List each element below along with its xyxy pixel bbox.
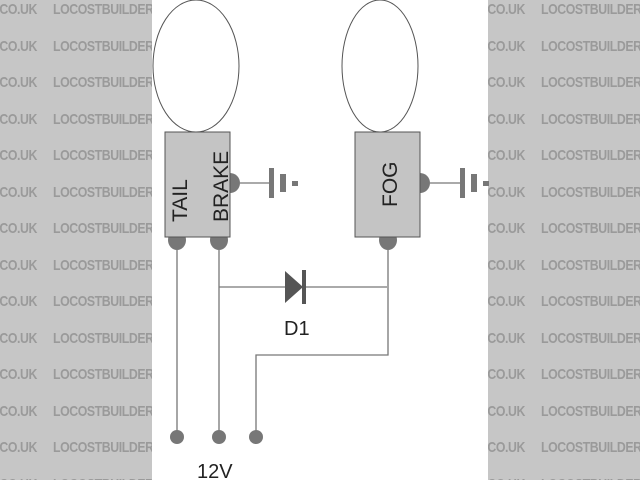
watermark-text: LOCOSTBUILDERS.CO.UK xyxy=(0,329,37,347)
watermark-text: LOCOSTBUILDERS.CO.UK xyxy=(53,74,152,91)
label-fog: FOG xyxy=(379,162,402,208)
watermark-text: LOCOSTBUILDERS.CO.UK xyxy=(0,74,37,91)
watermark-text: LOCOSTBUILDERS.CO.UK xyxy=(488,220,525,237)
watermark-text: LOCOSTBUILDERS.CO.UK xyxy=(0,293,37,310)
watermark-text: LOCOSTBUILDERS.CO.UK xyxy=(53,476,152,480)
watermark-text: LOCOSTBUILDERS.CO.UK xyxy=(488,476,525,480)
label-brake: BRAKE xyxy=(210,151,233,222)
ground-symbol-2 xyxy=(460,168,489,198)
supply-terminal-fog xyxy=(249,430,263,444)
watermark-left: LOCOSTBUILDERS.CO.UK LOCOSTBUILDERS.CO.UK… xyxy=(0,0,152,480)
watermark-text: LOCOSTBUILDERS.CO.UK xyxy=(488,402,525,420)
watermark-text: LOCOSTBUILDERS.CO.UK xyxy=(488,1,525,18)
watermark-text: LOCOSTBUILDERS.CO.UK xyxy=(53,329,152,347)
watermark-text: LOCOSTBUILDERS.CO.UK xyxy=(488,256,525,274)
watermark-text: LOCOSTBUILDERS.CO.UK xyxy=(53,293,152,310)
watermark-text: LOCOSTBUILDERS.CO.UK xyxy=(53,366,152,383)
watermark-text: LOCOSTBUILDERS.CO.UK xyxy=(0,402,37,420)
watermark-text: LOCOSTBUILDERS.CO.UK xyxy=(53,37,152,55)
watermark-text: LOCOSTBUILDERS.CO.UK xyxy=(541,1,640,18)
watermark-text: LOCOSTBUILDERS.CO.UK xyxy=(541,439,640,456)
label-d1: D1 xyxy=(284,318,310,340)
watermark-text: LOCOSTBUILDERS.CO.UK xyxy=(0,439,37,456)
supply-terminal-tail xyxy=(170,430,184,444)
watermark-text: LOCOSTBUILDERS.CO.UK xyxy=(488,293,525,310)
lamp-holder-fog xyxy=(354,131,421,238)
wires xyxy=(176,182,460,437)
watermark-text: LOCOSTBUILDERS.CO.UK xyxy=(488,147,525,164)
watermark-text: LOCOSTBUILDERS.CO.UK xyxy=(53,1,152,18)
watermark-text: LOCOSTBUILDERS.CO.UK xyxy=(541,147,640,164)
watermark-text: LOCOSTBUILDERS.CO.UK xyxy=(488,183,525,201)
watermark-text: LOCOSTBUILDERS.CO.UK xyxy=(0,220,37,237)
watermark-text: LOCOSTBUILDERS.CO.UK xyxy=(488,37,525,55)
watermark-text: LOCOSTBUILDERS.CO.UK xyxy=(53,439,152,456)
earth-terminal-2 xyxy=(420,173,430,193)
watermark-text: LOCOSTBUILDERS.CO.UK xyxy=(0,183,37,201)
watermark-right: LOCOSTBUILDERS.CO.UK LOCOSTBUILDERS.CO.UK… xyxy=(488,0,640,480)
watermark-text: LOCOSTBUILDERS.CO.UK xyxy=(53,256,152,274)
watermark-text: LOCOSTBUILDERS.CO.UK xyxy=(488,110,525,128)
bulb-fog xyxy=(341,0,419,133)
watermark-text: LOCOSTBUILDERS.CO.UK xyxy=(0,366,37,383)
supply-terminal-brake xyxy=(212,430,226,444)
watermark-text: LOCOSTBUILDERS.CO.UK xyxy=(541,183,640,201)
watermark-text: LOCOSTBUILDERS.CO.UK xyxy=(488,439,525,456)
watermark-text: LOCOSTBUILDERS.CO.UK xyxy=(541,329,640,347)
diode-d1 xyxy=(285,270,306,304)
watermark-text: LOCOSTBUILDERS.CO.UK xyxy=(541,402,640,420)
watermark-text: LOCOSTBUILDERS.CO.UK xyxy=(0,1,37,18)
watermark-text: LOCOSTBUILDERS.CO.UK xyxy=(541,37,640,55)
earth-terminal-1 xyxy=(230,173,240,193)
watermark-text: LOCOSTBUILDERS.CO.UK xyxy=(541,220,640,237)
watermark-text: LOCOSTBUILDERS.CO.UK xyxy=(0,37,37,55)
watermark-text: LOCOSTBUILDERS.CO.UK xyxy=(53,110,152,128)
watermark-text: LOCOSTBUILDERS.CO.UK xyxy=(541,476,640,480)
ground-symbol-1 xyxy=(269,168,298,198)
watermark-text: LOCOSTBUILDERS.CO.UK xyxy=(541,110,640,128)
lamp-holder-tail-brake xyxy=(164,131,231,238)
watermark-text: LOCOSTBUILDERS.CO.UK xyxy=(488,74,525,91)
watermark-text: LOCOSTBUILDERS.CO.UK xyxy=(541,293,640,310)
bulb-tail-brake xyxy=(152,0,240,133)
watermark-text: LOCOSTBUILDERS.CO.UK xyxy=(0,110,37,128)
watermark-text: LOCOSTBUILDERS.CO.UK xyxy=(541,366,640,383)
watermark-text: LOCOSTBUILDERS.CO.UK xyxy=(0,147,37,164)
watermark-text: LOCOSTBUILDERS.CO.UK xyxy=(488,329,525,347)
watermark-text: LOCOSTBUILDERS.CO.UK xyxy=(53,183,152,201)
watermark-text: LOCOSTBUILDERS.CO.UK xyxy=(541,256,640,274)
watermark-text: LOCOSTBUILDERS.CO.UK xyxy=(0,256,37,274)
watermark-text: LOCOSTBUILDERS.CO.UK xyxy=(53,402,152,420)
watermark-text: LOCOSTBUILDERS.CO.UK xyxy=(53,147,152,164)
watermark-text: LOCOSTBUILDERS.CO.UK xyxy=(0,476,37,480)
label-12v: 12V xyxy=(197,461,233,480)
watermark-text: LOCOSTBUILDERS.CO.UK xyxy=(53,220,152,237)
watermark-text: LOCOSTBUILDERS.CO.UK xyxy=(541,74,640,91)
watermark-text: LOCOSTBUILDERS.CO.UK xyxy=(488,366,525,383)
label-tail: TAIL xyxy=(169,179,192,222)
